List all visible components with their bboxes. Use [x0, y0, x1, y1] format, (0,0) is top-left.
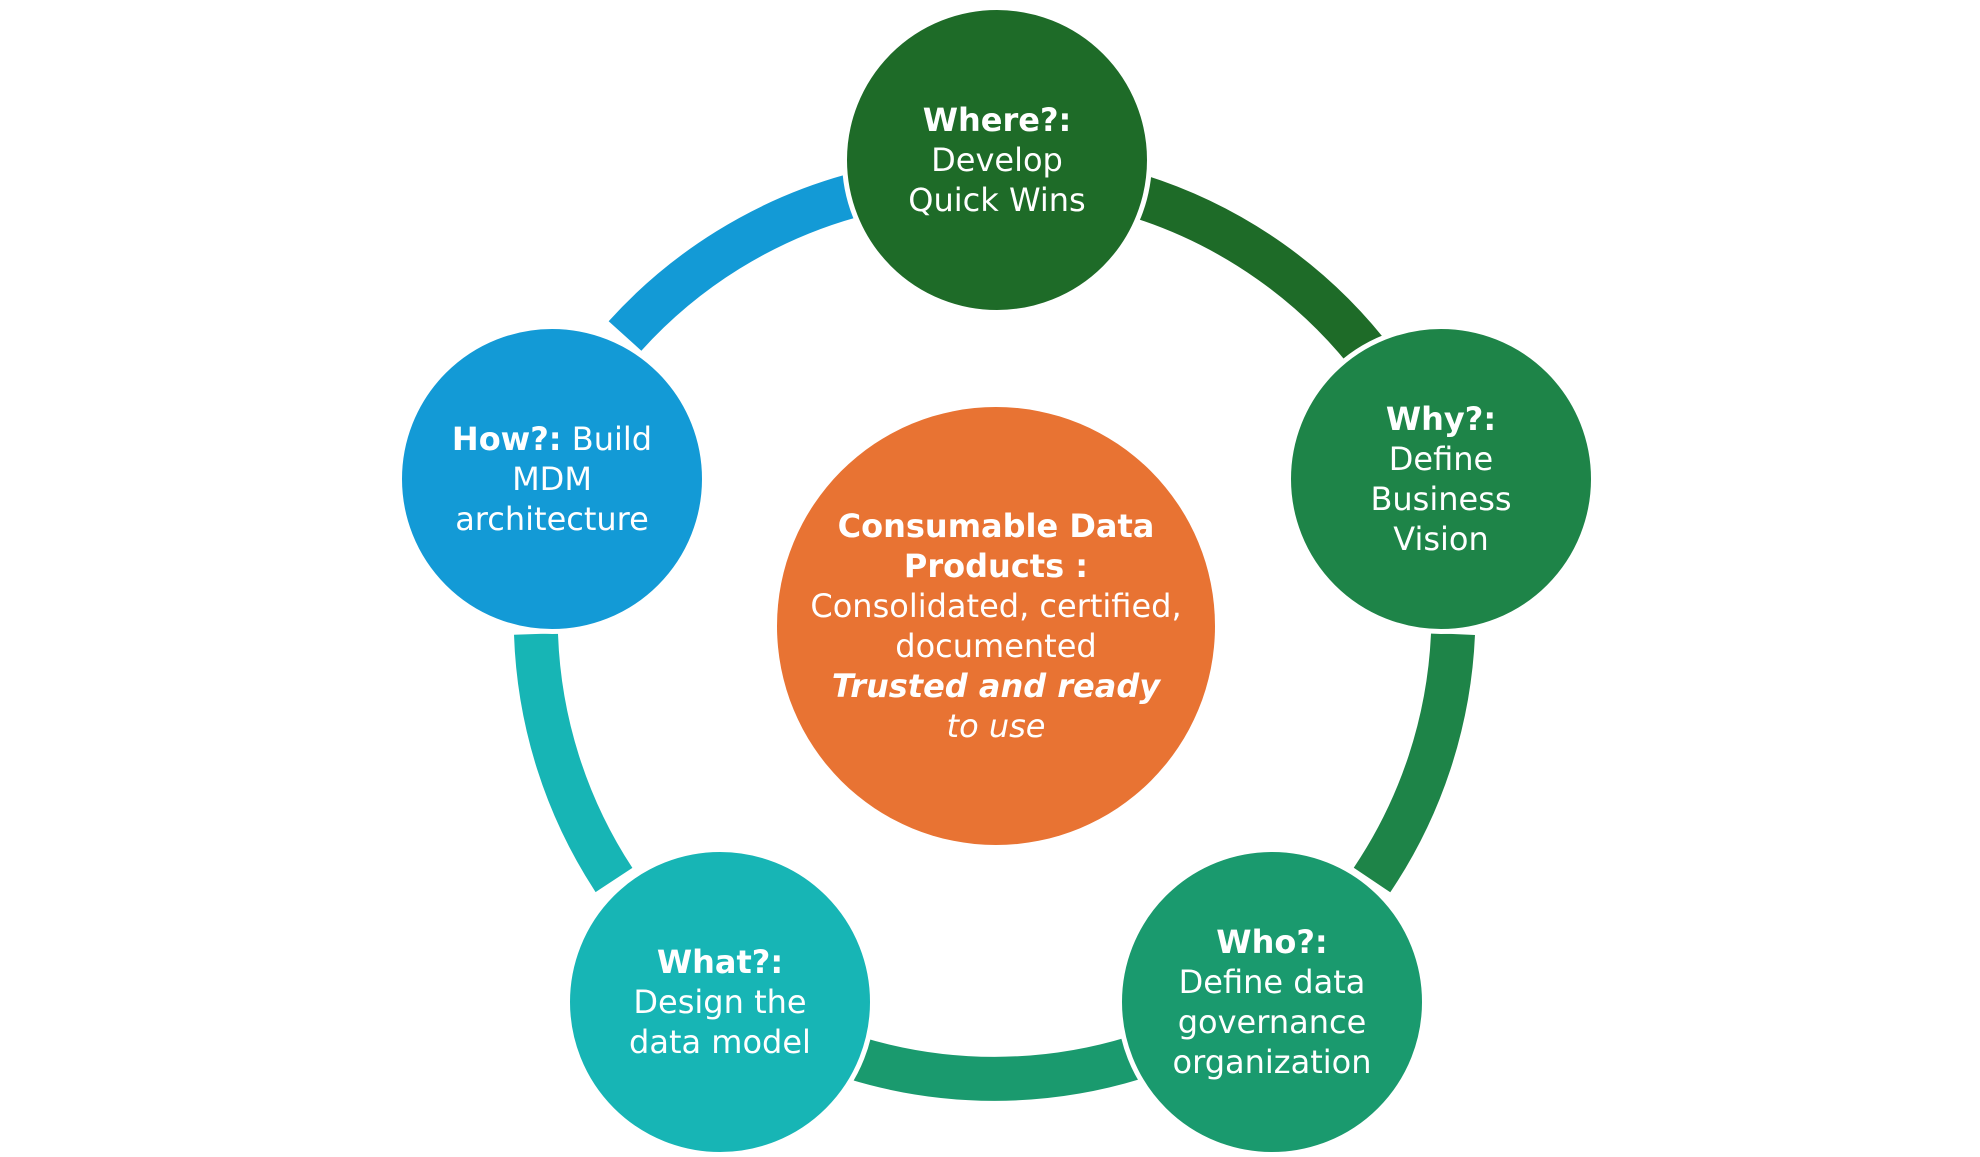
node-where-text: Develop Quick Wins: [908, 141, 1086, 219]
node-how-question: How?:: [451, 420, 562, 458]
center-tail: to use: [946, 707, 1046, 745]
node-who-question: Who?:: [1216, 923, 1328, 961]
node-why-text: Define Business Vision: [1370, 440, 1512, 558]
node-what: What?: Design the data model: [565, 847, 875, 1157]
node-where-question: Where?:: [922, 101, 1072, 139]
arc-who-what: [848, 1036, 1141, 1101]
node-why-question: Why?:: [1385, 400, 1497, 438]
arc-how-where: [608, 174, 858, 351]
node-how-text: Build MDM architecture: [455, 420, 653, 538]
center-circle: Consumable Data Products : Consolidated,…: [777, 407, 1215, 845]
node-where: Where?: Develop Quick Wins: [842, 5, 1152, 315]
node-what-question: What?:: [656, 943, 784, 981]
arc-where-why: [1131, 175, 1394, 378]
center-text: Consumable Data Products : Consolidated,…: [777, 506, 1215, 746]
center-heading: Consumable Data Products :: [837, 507, 1155, 585]
node-who: Who?: Define data governance organizatio…: [1117, 847, 1427, 1157]
center-body: Consolidated, certified, documented: [810, 587, 1182, 665]
node-who-text: Define data governance organization: [1172, 963, 1372, 1081]
node-how: How?: Build MDM architecture: [397, 324, 707, 634]
center-emphasis: Trusted and ready: [831, 667, 1161, 705]
arc-what-how: [514, 633, 633, 893]
node-what-text: Design the data model: [629, 983, 811, 1061]
arc-why-who: [1353, 632, 1475, 893]
node-why: Why?: Define Business Vision: [1286, 324, 1596, 634]
